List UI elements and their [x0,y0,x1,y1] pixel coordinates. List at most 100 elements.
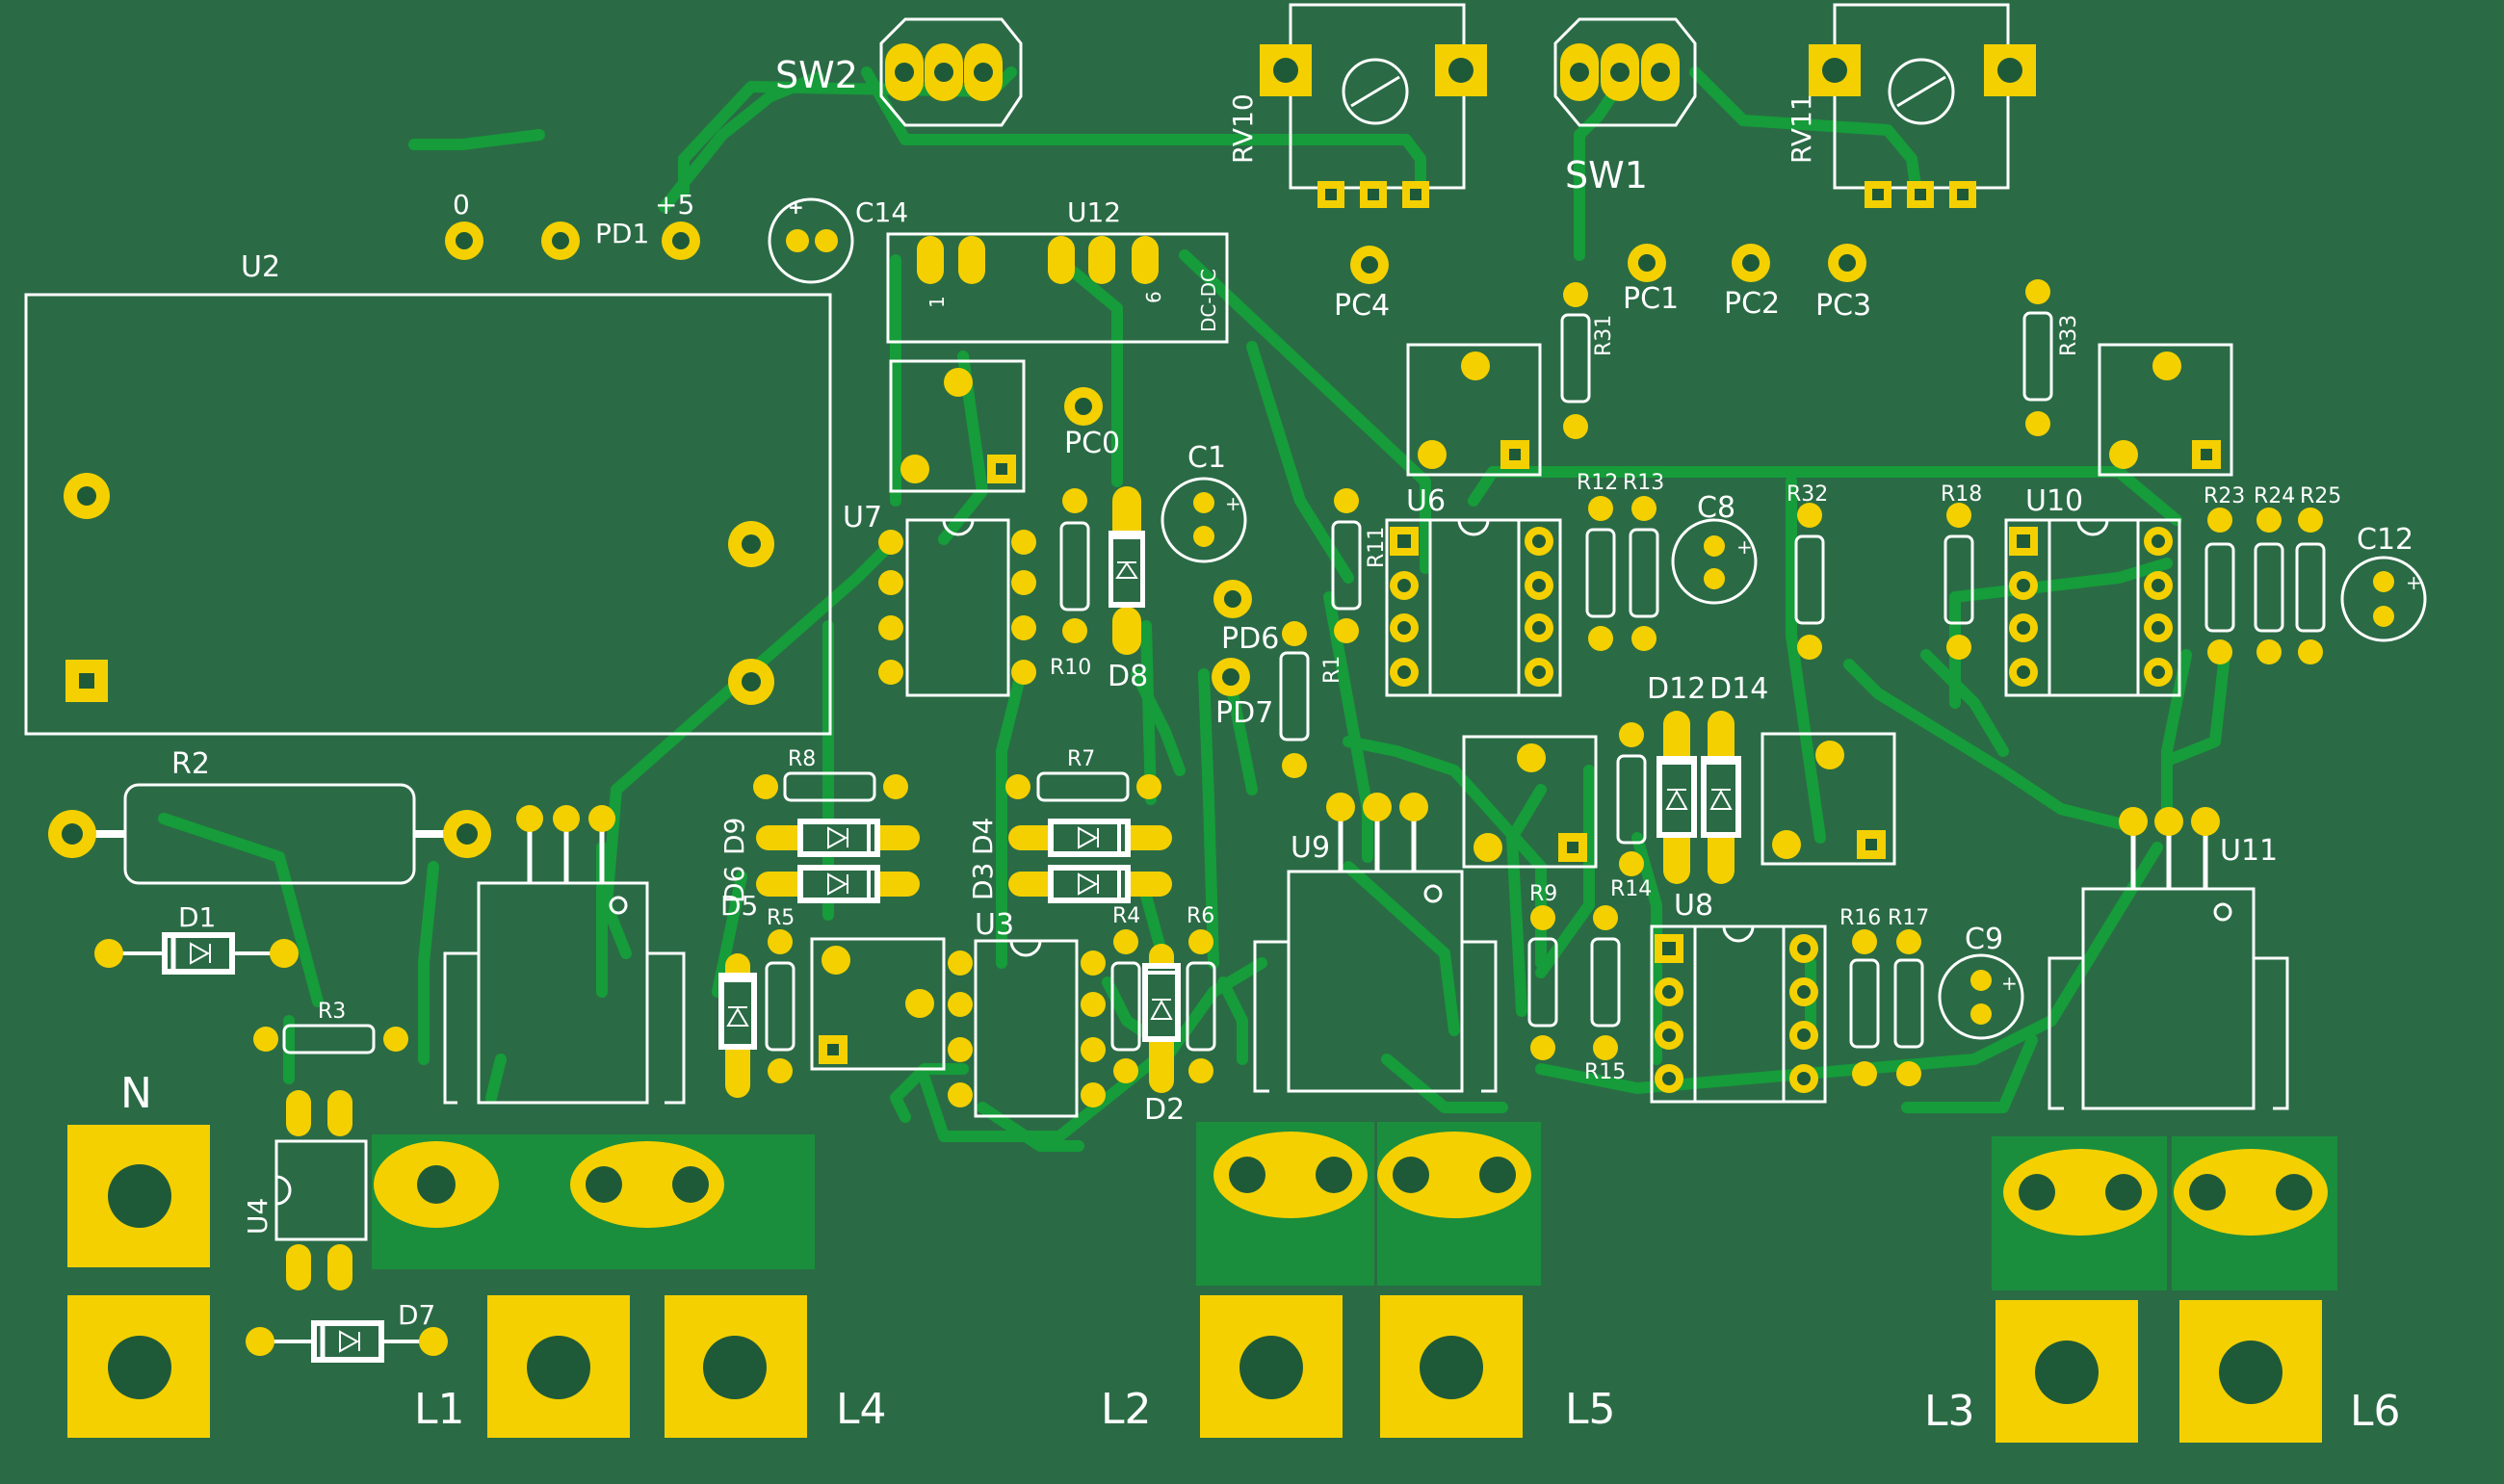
label-pc0: PC0 [1064,427,1120,460]
label-d3: D3 [967,863,999,900]
resistor-r5: R5 [765,906,796,1083]
trimmer-block-c [2098,343,2233,477]
resistor-r32: R32 [1787,482,1828,660]
label-dcdc: DC-DC [1197,269,1220,332]
diode-d5: D5 [718,890,758,1098]
label-r23: R23 [2204,484,2245,508]
label-r10: R10 [1050,656,1091,680]
label-r7: R7 [1067,747,1095,771]
label-r9: R9 [1529,882,1557,906]
label-c1: C1 [1187,441,1226,475]
label-l2: L2 [1101,1385,1152,1434]
resistor-r8: R8 [753,747,908,802]
label-u12-pin6: 6 [1142,291,1165,303]
ic-u4: U4 [242,1090,368,1290]
trimmer-block-d [1462,735,1598,869]
diode-d3: D3 [967,863,1172,903]
label-u4: U4 [242,1198,274,1235]
label-r4: R4 [1112,904,1140,928]
label-pd1: PD1 [595,218,649,249]
label-l3: L3 [1924,1387,1975,1436]
svg-text:+: + [2001,972,2018,995]
resistor-r1: R1 [1279,621,1344,778]
diode-d14: D14 [1701,672,1768,884]
label-d7: D7 [398,1299,435,1331]
label-d1: D1 [178,901,216,933]
label-u9: U9 [1291,831,1330,865]
ic-u10: U10 [2004,484,2181,697]
label-n: N [120,1069,152,1118]
components: SW2 RV10 SW1 [24,3,2427,1363]
label-sw1: SW1 [1565,154,1648,196]
label-d14: D14 [1709,672,1768,706]
label-u8: U8 [1674,889,1713,923]
svg-text:+: + [1736,535,1753,559]
svg-text:+: + [1225,492,1241,515]
label-r24: R24 [2254,484,2295,508]
diode-d12: D12 [1647,672,1706,884]
resistor-r7: R7 [1005,747,1161,802]
label-pc1: PC1 [1623,282,1679,316]
label-pd1-5v: +5 [655,189,694,221]
diode-d1: D1 [94,901,299,975]
svg-text:+: + [788,195,804,219]
pd1-pads: 0 PD1 +5 [445,189,700,260]
resistor-r2: R2 [48,747,491,885]
svg-text:+: + [2406,571,2422,594]
resistor-r10: R10 [1050,488,1091,680]
capacitor-c9: + C9 [1938,923,2024,1040]
resistor-r24: R24 [2254,484,2295,664]
label-u3: U3 [975,908,1014,942]
resistor-r6: R6 [1186,904,1216,1083]
label-d4: D4 [967,818,999,855]
label-r3: R3 [318,1000,346,1024]
label-u11: U11 [2220,834,2278,868]
label-c12: C12 [2357,523,2413,557]
label-d5: D5 [720,890,758,922]
diode-d7: D7 [246,1299,448,1363]
resistor-r16: R16 [1839,906,1881,1086]
capacitor-c1: + C1 [1161,441,1247,563]
resistor-r25: R25 [2295,484,2341,664]
resistor-r4: R4 [1110,904,1141,1083]
label-l6: L6 [2350,1387,2401,1436]
transistor-regulator-left [443,805,686,1105]
module-u12-dcdc: U12 1 6 DC-DC [886,196,1229,344]
pc0-pd6-pd7-pads: PC0 PD6 PD7 [1064,387,1279,730]
label-r13: R13 [1623,471,1664,495]
label-pd1-0: 0 [453,189,470,221]
label-c14: C14 [855,196,908,228]
switch-sw1: SW1 [1553,17,1697,196]
label-u10: U10 [2025,484,2083,518]
label-pc2: PC2 [1724,287,1780,321]
label-d12: D12 [1647,672,1706,706]
label-r1: R1 [1320,656,1344,684]
capacitor-c8: + C8 [1671,491,1758,605]
terminal-l6: L6 [2172,1136,2401,1443]
label-pd6: PD6 [1221,622,1279,656]
terminal-n: N [67,1069,210,1438]
label-r33: R33 [2057,315,2081,356]
diode-d8: D8 [1108,486,1148,693]
terminal-l5: L5 [1377,1122,1616,1438]
label-c8: C8 [1697,491,1735,525]
label-r6: R6 [1187,904,1214,928]
diode-d4: D4 [967,818,1172,857]
potentiometer-rv11: RV11 [1786,3,2036,208]
resistor-r33: R33 [2022,279,2081,436]
ic-u7: U7 [843,501,1036,697]
resistor-r23: R23 [2204,484,2245,664]
resistor-r11: R11 [1331,488,1389,643]
label-r14: R14 [1610,877,1652,901]
ic-u3: U3 [948,908,1106,1118]
label-d9: D9 [718,818,750,855]
switch-sw2: SW2 [775,17,1023,127]
label-r8: R8 [788,747,816,771]
capacitor-c12: + C12 [2340,523,2427,642]
label-u6: U6 [1406,484,1446,518]
resistor-r15: R15 [1584,905,1626,1084]
label-r25: R25 [2300,484,2341,508]
resistor-r31: R31 [1560,282,1616,439]
label-pc3: PC3 [1815,289,1871,323]
